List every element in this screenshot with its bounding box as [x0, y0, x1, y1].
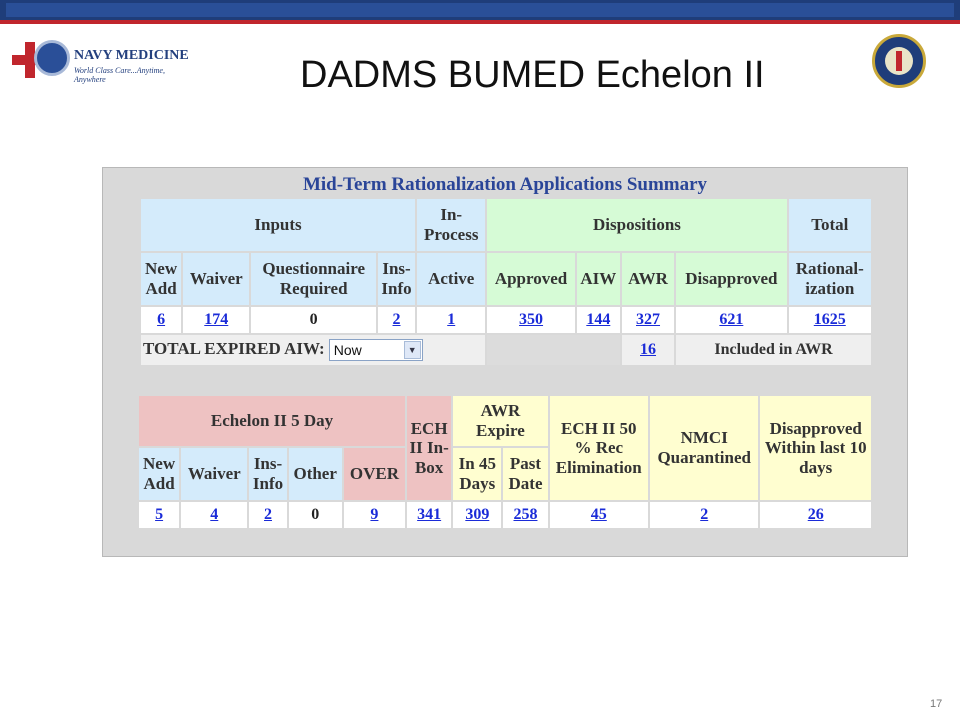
link-new-add[interactable]: 6 — [157, 310, 166, 328]
col-approved: Approved — [487, 253, 575, 305]
link-ech-waiver[interactable]: 4 — [210, 505, 219, 523]
col-new-add-ech: New Add — [139, 448, 180, 500]
link-ech-nmci[interactable]: 2 — [700, 505, 709, 523]
link-aiw[interactable]: 144 — [586, 310, 611, 328]
anchor-emblem-icon — [34, 40, 70, 76]
expired-select-value: Now — [333, 342, 362, 359]
col-in45: In 45 Days — [453, 448, 502, 500]
group-inputs: Inputs — [141, 199, 416, 251]
red-cross-icon — [12, 42, 48, 78]
value-questionnaire: 0 — [309, 310, 318, 328]
link-awr[interactable]: 327 — [636, 310, 661, 328]
col-aiw: AIW — [576, 253, 620, 305]
group-total: Total — [788, 199, 871, 251]
col-other: Other — [288, 448, 342, 500]
expired-row: TOTAL EXPIRED AIW: Now ▼ — [141, 335, 486, 365]
col-ins-info: Ins-Info — [377, 253, 416, 305]
summary-panel: Mid-Term Rationalization Applications Su… — [102, 167, 908, 557]
header-bar — [0, 0, 960, 20]
link-ech-new-add[interactable]: 5 — [155, 505, 164, 523]
summary-table: Inputs In-Process Dispositions Total New… — [139, 197, 873, 367]
col-rationalization: Rational-ization — [788, 253, 871, 305]
page-title: DADMS BUMED Echelon II — [300, 54, 765, 96]
value-ech-other: 0 — [311, 505, 320, 523]
expired-spacer — [487, 335, 620, 365]
group-in-process: In-Process — [417, 199, 486, 251]
link-ech-rec[interactable]: 45 — [590, 505, 607, 523]
group-dispositions: Dispositions — [487, 199, 787, 251]
col-over: OVER — [343, 448, 406, 500]
link-active[interactable]: 1 — [447, 310, 456, 328]
brand-tagline: World Class Care...Anytime, Anywhere — [74, 66, 165, 84]
echelon-table: Echelon II 5 Day ECH II In-Box AWR Expir… — [137, 394, 873, 530]
header-red-stripe — [0, 20, 960, 24]
navy-medicine-logo: NAVY MEDICINE World Class Care...Anytime… — [12, 36, 192, 86]
link-expired-count[interactable]: 16 — [640, 340, 657, 358]
summary-title: Mid-Term Rationalization Applications Su… — [302, 174, 708, 195]
col-ins-info-ech: Ins-Info — [249, 448, 287, 500]
header-bar-inner — [6, 3, 954, 17]
expired-note: Included in AWR — [676, 335, 871, 365]
col-questionnaire: Questionnaire Required — [251, 253, 376, 305]
group-awr-expire: AWR Expire — [453, 396, 548, 446]
link-disapproved[interactable]: 621 — [719, 310, 744, 328]
group-nmci: NMCI Quarantined — [649, 396, 759, 500]
bumed-seal-icon — [872, 34, 926, 88]
expired-label: TOTAL EXPIRED AIW: — [143, 338, 325, 358]
brand-name: NAVY MEDICINE — [74, 48, 189, 63]
col-waiver: Waiver — [183, 253, 250, 305]
group-five-day: Echelon II 5 Day — [139, 396, 406, 446]
chevron-down-icon[interactable]: ▼ — [403, 341, 421, 360]
link-ech-over[interactable]: 9 — [370, 505, 379, 523]
col-past-date: Past Date — [503, 448, 548, 500]
link-ech-ins-info[interactable]: 2 — [264, 505, 272, 523]
page-number: 17 — [930, 698, 943, 710]
link-ech-in45[interactable]: 309 — [465, 505, 490, 523]
link-ech-disapproved-recent[interactable]: 26 — [807, 505, 824, 523]
col-awr: AWR — [621, 253, 675, 305]
link-ins-info[interactable]: 2 — [392, 310, 401, 328]
link-ech-in-box[interactable]: 341 — [417, 505, 442, 523]
link-waiver[interactable]: 174 — [204, 310, 229, 328]
col-new-add: New Add — [141, 253, 182, 305]
group-disapproved-recent: Disapproved Within last 10 days — [760, 396, 871, 500]
group-ech-in-box: ECH II In-Box — [407, 396, 452, 500]
link-rationalization[interactable]: 1625 — [813, 310, 846, 328]
col-disapproved: Disapproved — [676, 253, 787, 305]
link-ech-past-date[interactable]: 258 — [513, 505, 538, 523]
col-waiver-ech: Waiver — [181, 448, 248, 500]
link-approved[interactable]: 350 — [519, 310, 544, 328]
group-ech-rec: ECH II 50 % Rec Elimination — [549, 396, 648, 500]
expired-select[interactable]: Now ▼ — [328, 339, 423, 362]
col-active: Active — [417, 253, 486, 305]
